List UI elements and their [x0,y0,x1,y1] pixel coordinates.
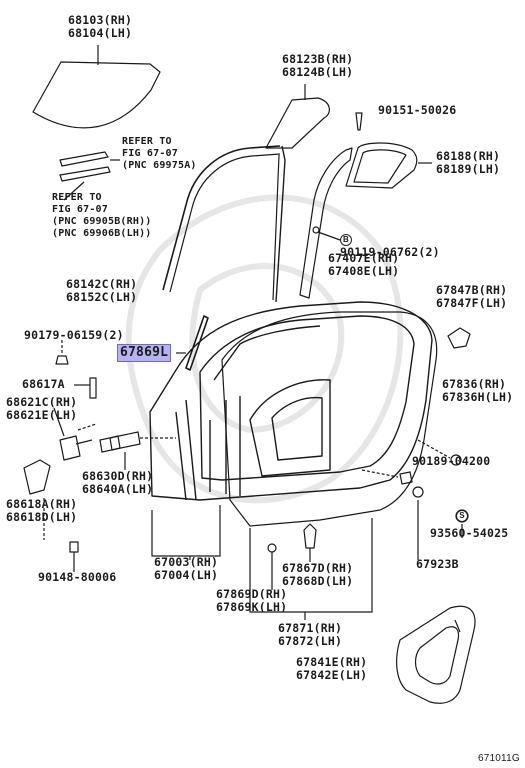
label-68123b: 68123B(RH)68124B(LH) [282,52,354,79]
label-68630d: 68630D(RH)68640A(LH) [82,469,154,496]
label-90151: 90151-50026 [378,103,457,117]
label-67867d: 67867D(RH)67868D(LH) [282,561,354,588]
label-90148: 90148-80006 [38,570,117,584]
label-68617a: 68617A [22,377,65,391]
label-68621c: 68621C(RH)68621E(LH) [6,395,78,422]
label-67871: 67871(RH)67872(LH) [278,621,343,648]
label-67407e: 67407E(RH)67408E(LH) [328,251,400,278]
label-67923b: 67923B [416,557,459,571]
label-67841e: 67841E(RH)67842E(LH) [296,655,368,682]
label-68188: 68188(RH)68189(LH) [436,149,501,176]
label-67847b: 67847B(RH)67847F(LH) [436,283,508,310]
label-67869d: 67869D(RH)67869K(LH) [216,587,288,614]
s-mark-icon: S [456,510,468,522]
figure-id: 671011G [478,753,520,764]
label-67003: 67003(RH)67004(LH) [154,555,219,582]
label-90179: 90179-06159(2) [24,328,124,342]
label-67869l: 67869L [116,344,172,362]
door-panel-part [149,301,433,501]
label-68142c: 68142C(RH)68152C(LH) [66,277,138,304]
run-channel-part [162,145,281,291]
quarter-glass-part [265,97,330,149]
b-mark-icon: B [340,234,352,246]
division-bar-part [299,147,353,299]
hole-cover-part [396,605,476,704]
label-93560: 93560-54025 [430,526,509,540]
door-glass-part [32,61,161,129]
label-68618a: 68618A(RH)68618D(LH) [6,497,78,524]
label-93560-mark: S [456,510,472,522]
window-frame-part [345,142,418,189]
label-67836: 67836(RH)67836H(LH) [442,377,514,404]
label-68103: 68103(RH)68104(LH) [68,13,133,40]
label-90189: 90189-04200 [412,454,491,468]
